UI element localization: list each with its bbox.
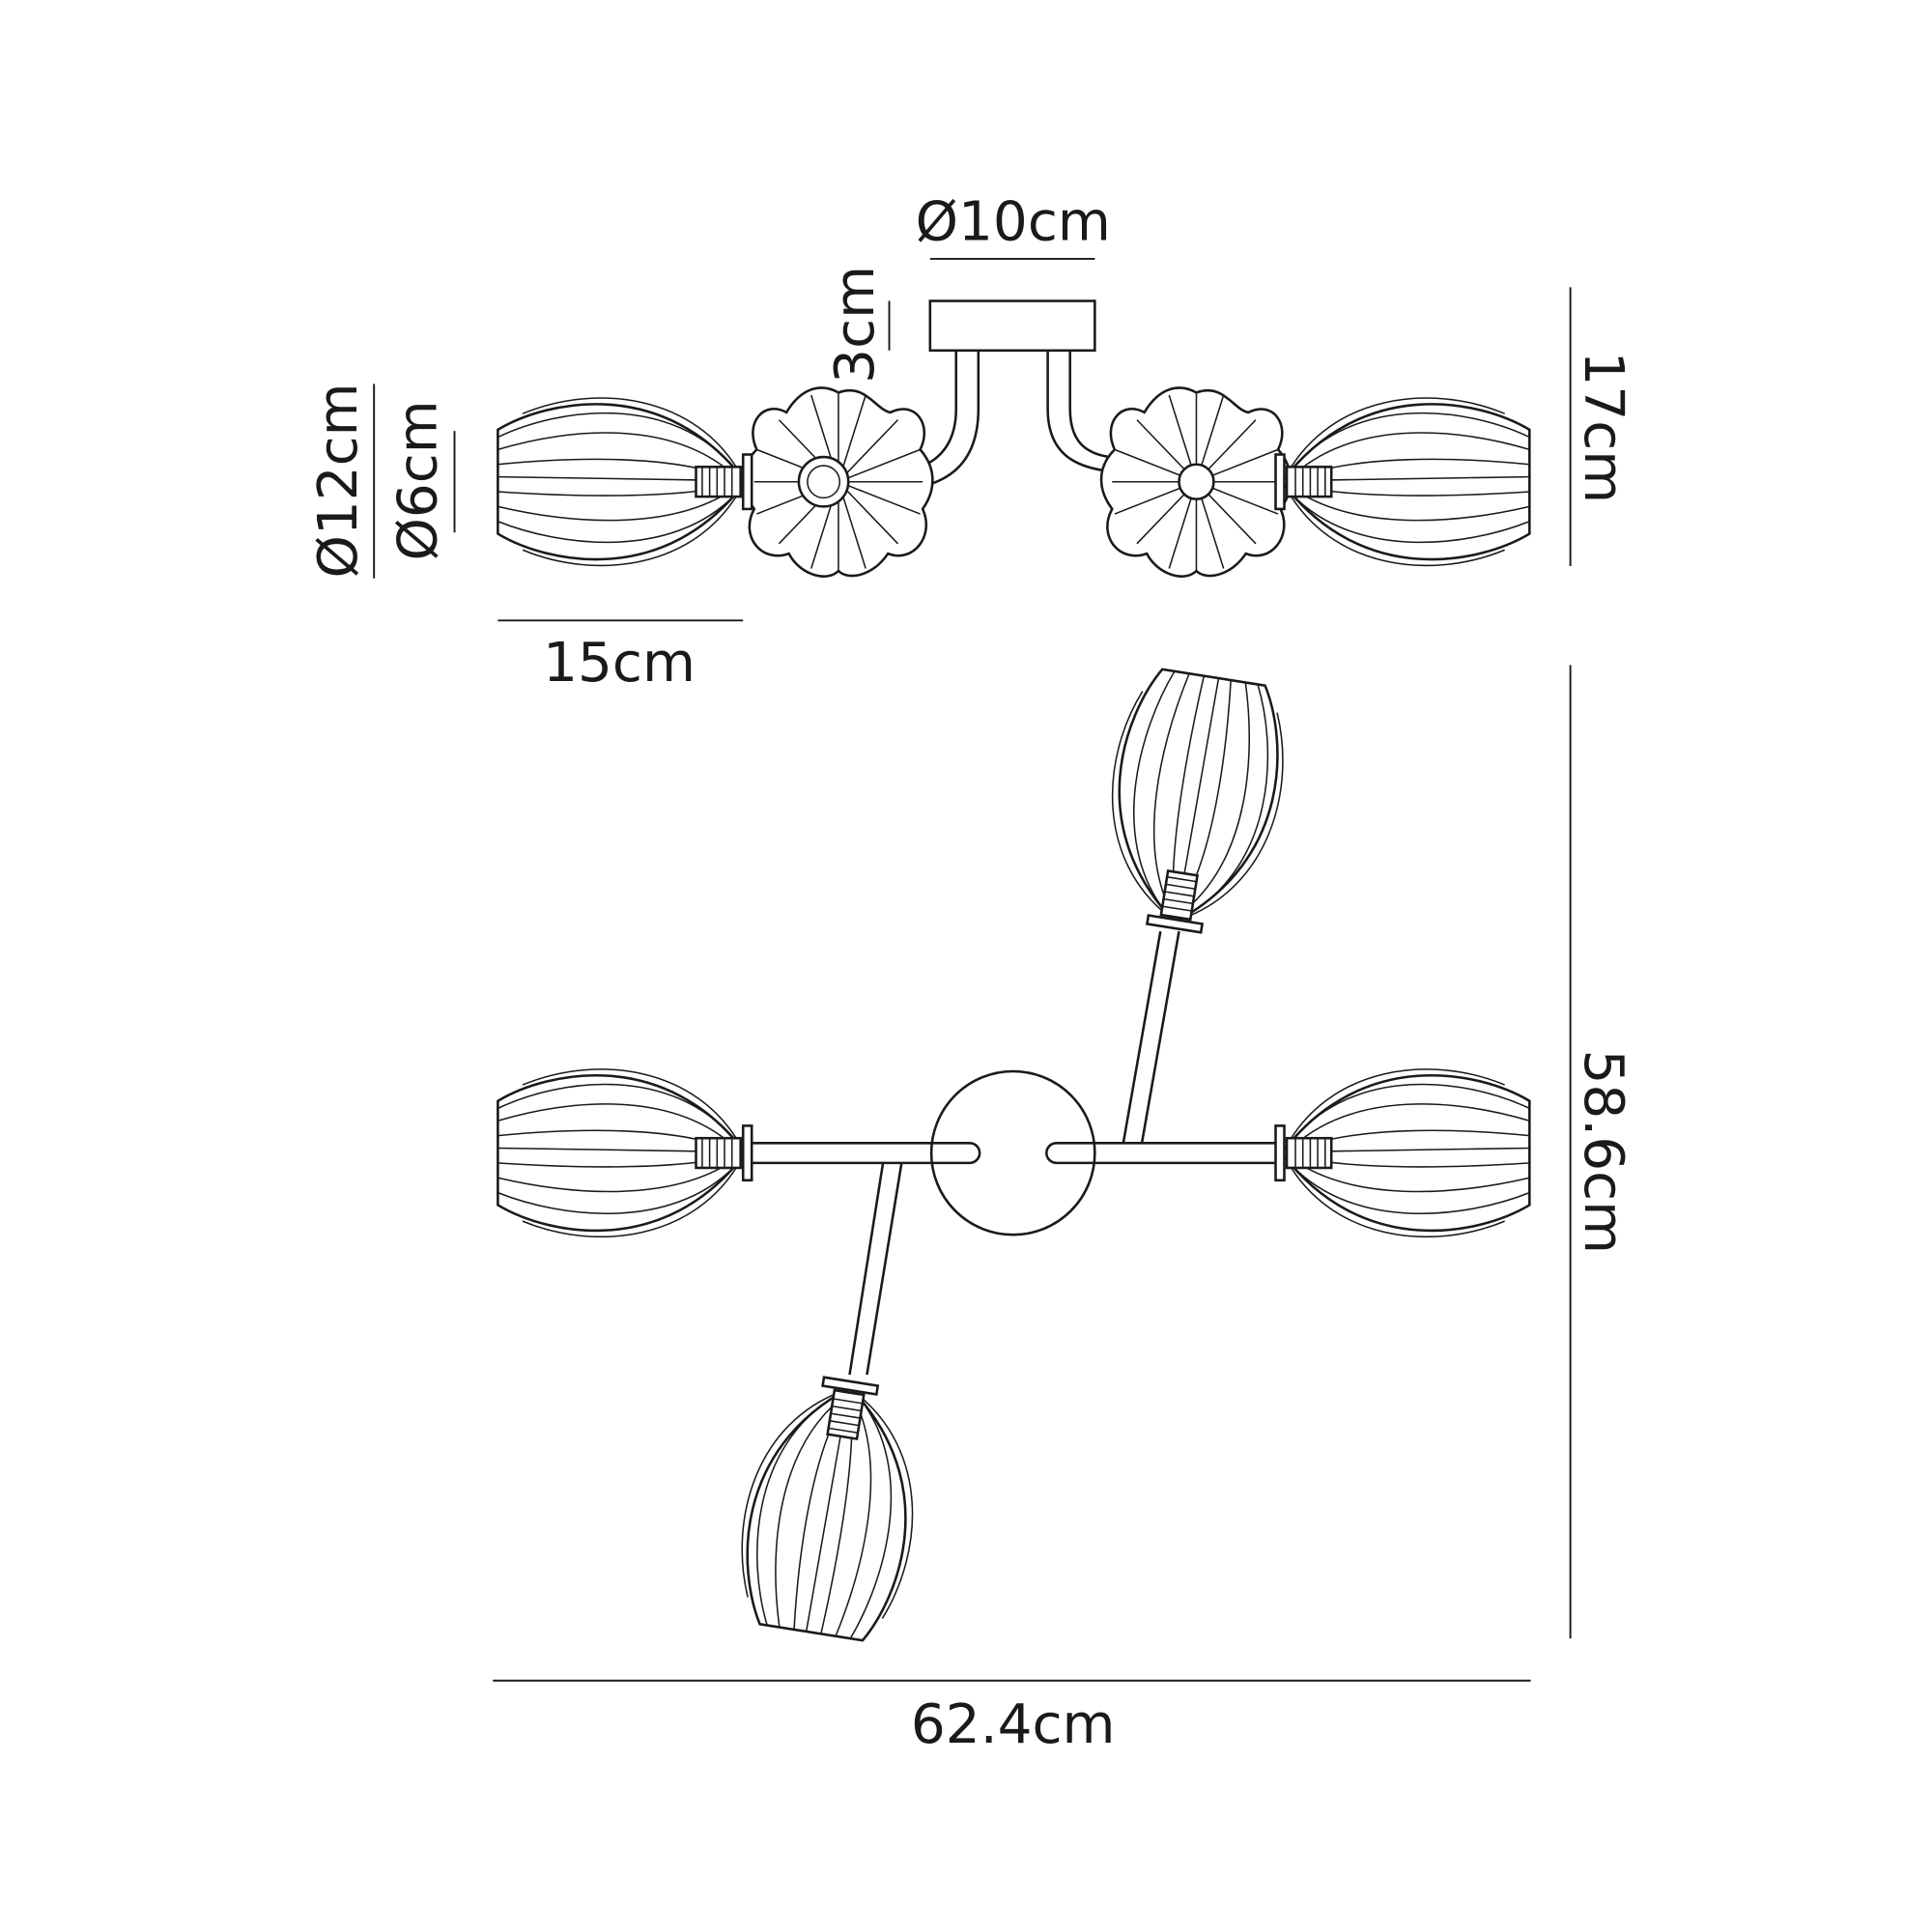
arm-left-plan [749,1142,981,1165]
dim-overall-depth: 58.6cm [1572,1050,1634,1255]
dimensions: Ø10cm 3cm 17cm Ø12cm Ø6cm 15cm 58.6cm 62… [307,191,1634,1756]
shade-top-plan [1090,663,1298,943]
arm-right-plan [1045,1142,1276,1165]
dim-shade-length: 15cm [543,632,696,695]
shade-bottom-plan [726,1367,935,1647]
arm-bottom-plan [848,1162,903,1376]
dim-overall-height: 17cm [1572,351,1634,503]
shade-right-side [1274,396,1531,567]
left-hub [797,455,850,508]
shade-left-side [497,396,753,567]
plan-view [497,663,1531,1647]
canopy-plan [929,1069,1096,1236]
dim-canopy-height: 3cm [824,266,887,384]
dim-overall-width: 62.4cm [911,1693,1116,1756]
right-hub [1178,463,1215,500]
dim-shade-opening: Ø6cm [386,400,449,560]
side-elevation-view [497,299,1531,578]
dim-shade-diameter: Ø12cm [307,383,370,578]
dim-canopy-diameter: Ø10cm [916,191,1111,254]
canopy [928,299,1096,353]
shade-left-plan [497,1067,753,1238]
arm-top-plan [1122,930,1180,1144]
shade-right-plan [1274,1067,1531,1238]
